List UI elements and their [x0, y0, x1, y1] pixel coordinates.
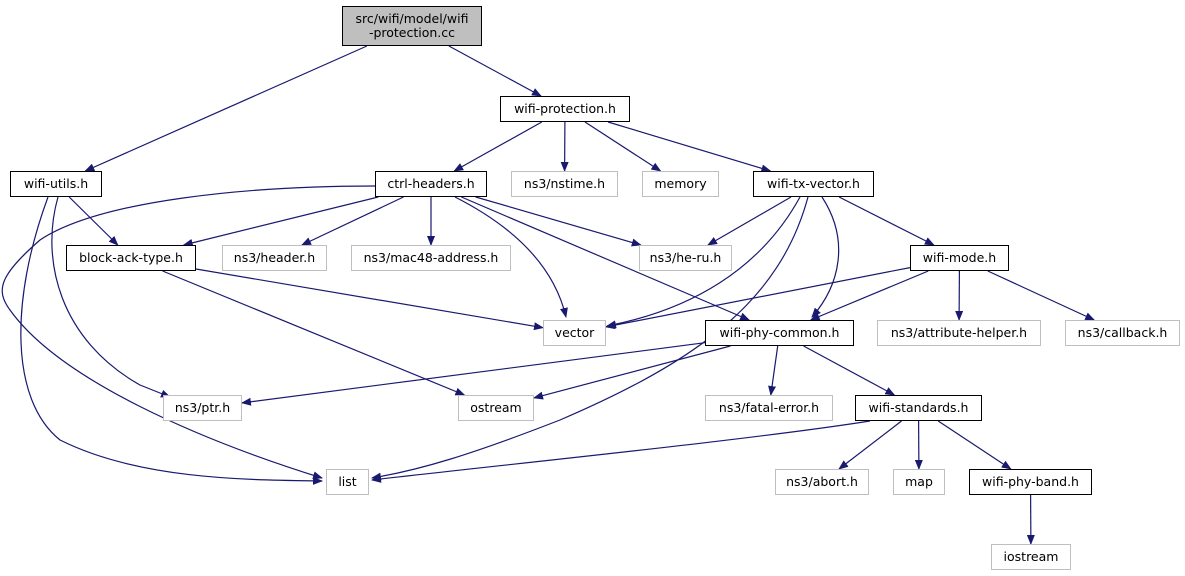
edge-root-to-wifi-protection [448, 45, 542, 97]
edge-wifi-utils-to-ptr [51, 196, 171, 398]
node-wifi-utils[interactable]: wifi-utils.h [10, 171, 102, 197]
node-ostream: ostream [458, 395, 534, 421]
node-header: ns3/header.h [222, 245, 327, 271]
edge-ctrl-headers-to-he-ru [475, 196, 642, 247]
node-vector: vector [543, 320, 606, 346]
edge-wifi-mode-to-wifi-phy-common [809, 270, 929, 321]
edge-wifi-tx-vector-to-list [371, 196, 809, 481]
node-memory: memory [642, 171, 719, 197]
node-ptr: ns3/ptr.h [163, 395, 242, 421]
node-he-ru: ns3/he-ru.h [639, 245, 732, 271]
node-label: list [338, 474, 357, 489]
node-ctrl-headers[interactable]: ctrl-headers.h [375, 171, 487, 197]
node-wifi-phy-band[interactable]: wifi-phy-band.h [969, 469, 1092, 495]
edge-wifi-utils-to-list [20, 196, 323, 485]
node-label: iostream [1003, 549, 1059, 564]
edge-wifi-phy-common-to-wifi-standards [803, 345, 896, 396]
edge-wifi-mode-to-vector [605, 267, 911, 330]
edge-block-ack-type-to-vector [195, 268, 544, 331]
node-label: wifi-protection.h [514, 101, 616, 116]
edge-ctrl-headers-to-list [1, 185, 376, 480]
edge-wifi-standards-to-abort [838, 420, 902, 470]
node-label: src/wifi/model/wifi -protection.cc [355, 11, 469, 40]
node-fatal-error: ns3/fatal-error.h [705, 395, 833, 421]
edge-ctrl-headers-to-block-ack-type [182, 196, 379, 247]
edge-wifi-utils-to-block-ack-type [68, 196, 119, 246]
node-label: ns3/abort.h [786, 474, 858, 489]
node-block-ack-type[interactable]: block-ack-type.h [66, 245, 196, 271]
edge-wifi-standards-to-list [371, 420, 871, 483]
node-label: ns3/attribute-helper.h [890, 325, 1028, 340]
node-callback: ns3/callback.h [1065, 320, 1180, 346]
edge-wifi-mode-to-callback [987, 270, 1096, 321]
edge-wifi-protection-to-wifi-tx-vector [607, 121, 772, 173]
node-label: ns3/callback.h [1077, 325, 1168, 340]
node-map: map [893, 469, 945, 495]
node-label: wifi-standards.h [868, 400, 969, 415]
node-attribute-helper: ns3/attribute-helper.h [877, 320, 1041, 346]
node-label: wifi-phy-common.h [719, 325, 840, 340]
node-wifi-standards[interactable]: wifi-standards.h [855, 395, 982, 421]
edge-wifi-phy-common-to-fatal-error [768, 345, 779, 396]
edge-wifi-tx-vector-to-vector [606, 196, 801, 329]
edge-wifi-phy-common-to-ostream [533, 345, 731, 400]
node-label: ns3/ptr.h [174, 400, 231, 415]
edge-wifi-standards-to-wifi-phy-band [937, 420, 1012, 470]
node-label: wifi-mode.h [922, 250, 997, 265]
edge-wifi-tx-vector-to-he-ru [707, 196, 792, 246]
node-label: ns3/he-ru.h [649, 250, 722, 265]
node-label: memory [654, 176, 707, 191]
node-label: block-ack-type.h [79, 250, 183, 265]
node-wifi-tx-vector[interactable]: wifi-tx-vector.h [753, 171, 874, 197]
node-root[interactable]: src/wifi/model/wifi -protection.cc [342, 6, 482, 46]
edge-wifi-tx-vector-to-wifi-mode [838, 196, 935, 246]
node-abort: ns3/abort.h [775, 469, 869, 495]
node-label: wifi-utils.h [23, 176, 89, 191]
node-mac48: ns3/mac48-address.h [351, 245, 511, 271]
node-label: ns3/mac48-address.h [363, 250, 499, 265]
edge-ctrl-headers-to-vector [454, 196, 568, 318]
node-label: wifi-phy-band.h [982, 474, 1079, 489]
node-label: ctrl-headers.h [387, 176, 475, 191]
edge-wifi-tx-vector-to-wifi-phy-common [811, 196, 840, 318]
dependency-edges [1, 45, 1096, 545]
edge-wifi-protection-to-ctrl-headers [453, 121, 543, 172]
edge-wifi-phy-common-to-ptr [241, 342, 706, 406]
edge-ctrl-headers-to-header [301, 196, 404, 246]
node-wifi-phy-common[interactable]: wifi-phy-common.h [705, 320, 854, 346]
edge-block-ack-type-to-ostream [162, 270, 466, 396]
node-label: wifi-tx-vector.h [767, 176, 860, 191]
edge-wifi-protection-to-memory [584, 121, 662, 172]
node-label: map [905, 474, 933, 489]
node-label: ns3/header.h [233, 250, 316, 265]
node-wifi-mode[interactable]: wifi-mode.h [910, 245, 1009, 271]
edge-ctrl-headers-to-wifi-phy-common [461, 196, 751, 321]
node-wifi-protection[interactable]: wifi-protection.h [500, 96, 630, 122]
node-list: list [326, 469, 369, 495]
node-label: ns3/nstime.h [523, 176, 606, 191]
node-label: ostream [470, 400, 522, 415]
node-label: ns3/fatal-error.h [718, 400, 820, 415]
edge-root-to-wifi-utils [84, 45, 368, 172]
node-nstime: ns3/nstime.h [511, 171, 618, 197]
node-label: vector [554, 325, 595, 340]
node-iostream: iostream [991, 544, 1071, 570]
